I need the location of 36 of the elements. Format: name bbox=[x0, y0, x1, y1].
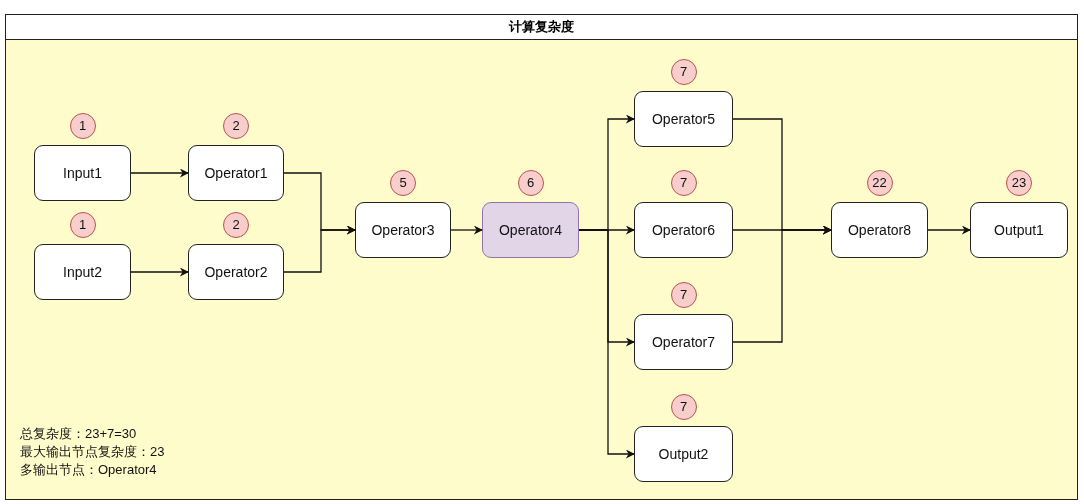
complexity-badge: 7 bbox=[670, 59, 697, 85]
complexity-badge: 1 bbox=[69, 212, 96, 238]
arrow bbox=[732, 225, 832, 343]
process-box: Operator1 bbox=[188, 145, 284, 201]
process-box: Operator3 bbox=[355, 202, 451, 258]
process-box: Operator8 bbox=[831, 202, 928, 258]
process-box: Output2 bbox=[634, 426, 733, 482]
complexity-badge: 23 bbox=[1006, 170, 1032, 196]
complexity-badge: 2 bbox=[223, 212, 249, 238]
process-box: Input2 bbox=[34, 244, 131, 300]
process-box: Operator2 bbox=[188, 244, 284, 300]
group-container bbox=[5, 14, 1078, 500]
note-text: 总复杂度：23+7=30 bbox=[20, 425, 137, 443]
arrow bbox=[283, 225, 356, 273]
process-box: Input1 bbox=[34, 145, 131, 201]
complexity-badge: 7 bbox=[670, 170, 697, 196]
note-text: 多输出节点：Operator4 bbox=[20, 461, 157, 479]
complexity-badge: 2 bbox=[223, 113, 249, 139]
process-box: Operator4 bbox=[482, 202, 579, 258]
complexity-badge: 6 bbox=[517, 170, 544, 196]
complexity-badge: 22 bbox=[866, 170, 893, 196]
complexity-badge: 1 bbox=[69, 113, 96, 139]
arrow bbox=[578, 229, 635, 459]
process-box: Operator6 bbox=[634, 202, 733, 258]
arrow bbox=[450, 225, 483, 235]
arrow bbox=[130, 168, 189, 178]
complexity-badge: 5 bbox=[390, 170, 416, 196]
complexity-badge: 7 bbox=[670, 282, 697, 308]
process-box: Output1 bbox=[970, 202, 1068, 258]
arrow bbox=[927, 225, 971, 235]
arrow bbox=[130, 267, 189, 277]
note-text: 最大输出节点复杂度：23 bbox=[20, 443, 165, 461]
process-box: Operator7 bbox=[634, 314, 733, 370]
process-box: Operator5 bbox=[634, 91, 733, 147]
group-title: 计算复杂度 bbox=[509, 18, 574, 36]
complexity-badge: 7 bbox=[670, 394, 697, 420]
